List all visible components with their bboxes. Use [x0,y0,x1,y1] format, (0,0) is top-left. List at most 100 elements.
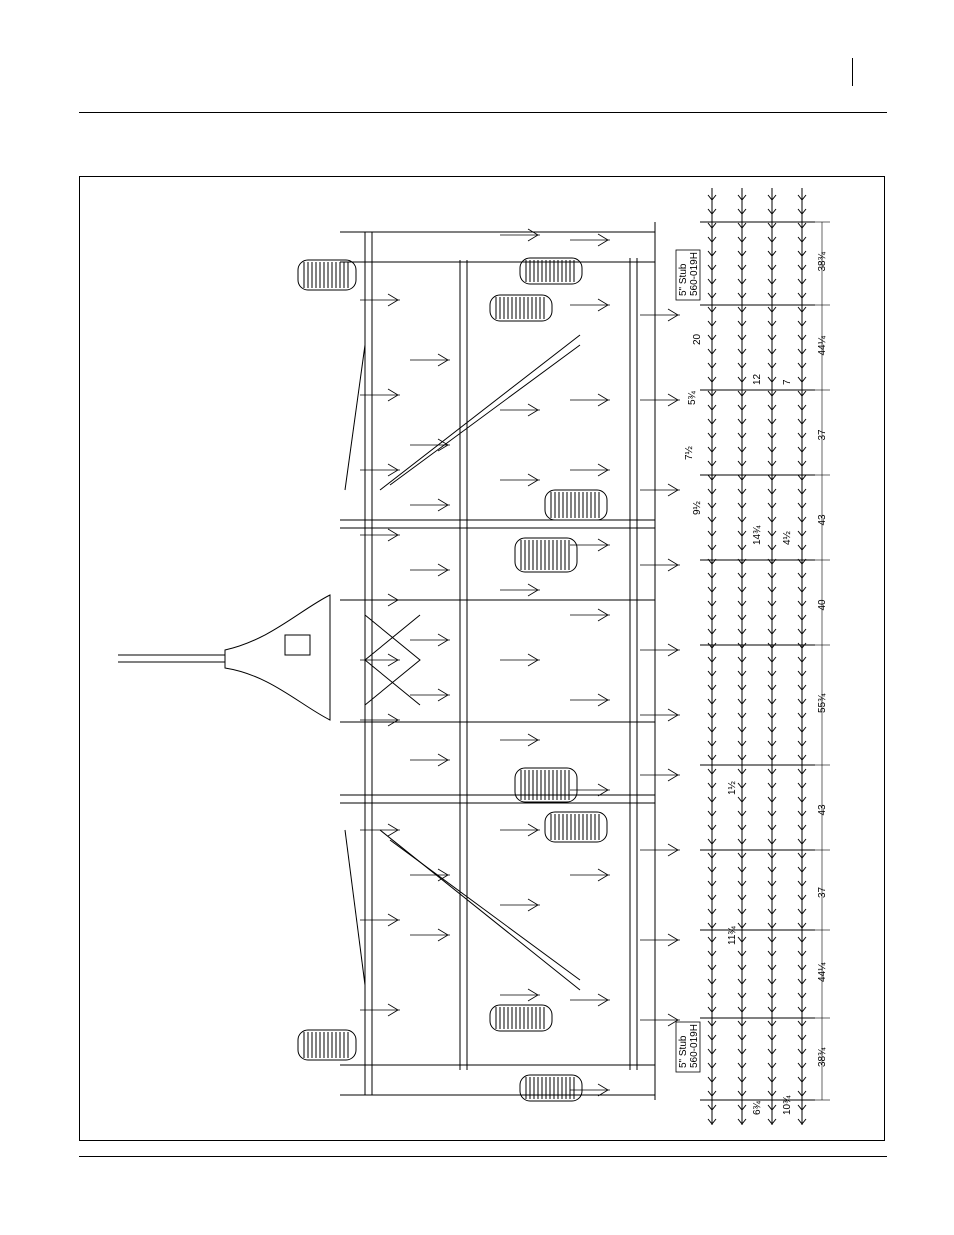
shank [410,634,450,646]
shank [360,529,400,541]
shank [640,709,680,721]
shank [500,474,540,486]
dimension-small-label: 1½ [727,780,738,795]
shank [360,714,400,726]
diagonal-brace [380,335,580,490]
diagonal-brace [390,345,580,485]
gauge-wheel [545,812,607,842]
shank [500,229,540,241]
dimension-label: 55¾ [817,693,828,713]
hitch-plate [225,595,330,720]
stub-note-top: 5" Stub 560-019H [676,250,700,300]
dimension-small-label: 14¾ [752,525,763,545]
shank [360,294,400,306]
gauge-wheel [298,260,356,290]
dimension-small-label: 12 [752,373,763,385]
dimension-label: 43 [817,804,828,816]
wing-brace [345,345,365,490]
shank [640,934,680,946]
gauge-wheel [490,295,552,321]
shank [360,1004,400,1016]
diagonal-brace [380,830,580,990]
wing-brace [345,830,365,985]
dimension-label: 37 [817,886,828,898]
dimension-small-label: 11¾ [727,926,738,945]
shank [500,734,540,746]
diagonal-brace [390,840,580,980]
dimension-small-label: 9½ [692,500,703,515]
shank [570,784,610,796]
shank [570,694,610,706]
shank [640,484,680,496]
gauge-wheel [545,490,607,520]
shank [570,539,610,551]
shank [360,824,400,836]
gauge-wheel [520,1075,582,1101]
shank [570,994,610,1006]
shank [410,929,450,941]
wheel-tire [515,538,577,572]
wheel-tire [545,812,607,842]
shank [500,899,540,911]
dimension-label: 38¾ [817,251,828,271]
dimension-label: 44¼ [816,962,828,982]
shank [570,394,610,406]
shank [500,824,540,836]
gauge-wheel [298,1030,356,1060]
dimension-label: 40 [817,599,828,611]
stub-note-top-line1: 5" Stub [678,263,689,296]
gauge-wheel [515,768,577,802]
shank [360,594,400,606]
shank [640,644,680,656]
shank [410,354,450,366]
dimension-label: 37 [817,429,828,441]
shank [570,869,610,881]
shank [640,309,680,321]
shank [500,654,540,666]
shank [570,609,610,621]
gauge-wheel [490,1005,552,1031]
dimension-small-label: 5¾ [687,390,698,405]
dimension-label: 44¼ [816,335,828,355]
shank [640,559,680,571]
dimension-small-label: 6¾ [752,1100,763,1115]
shank [570,299,610,311]
stub-note-bottom-line2: 560-019H [689,1024,700,1068]
dimension-small-label: 20 [692,333,703,345]
shank [500,404,540,416]
stub-note-top-line2: 560-019H [689,252,700,296]
dimension-small-label: 10¾ [782,1095,793,1115]
shank [410,754,450,766]
shank [360,914,400,926]
shank [640,394,680,406]
dimension-label: 43 [817,514,828,526]
shank [410,689,450,701]
dimension-label: 38¾ [817,1047,828,1067]
dimension-small-label: 7 [782,379,793,385]
stub-note-bottom: 5" Stub 560-019H [676,1022,700,1072]
shank [570,1084,610,1096]
shank [640,844,680,856]
shank [570,464,610,476]
shank [500,584,540,596]
dimension-small-label: 7½ [684,445,695,460]
shank [360,464,400,476]
wheel-tire [520,1075,582,1101]
wheel-tire [490,295,552,321]
shank [410,499,450,511]
shank [500,989,540,1001]
shank [570,234,610,246]
shank [360,389,400,401]
shank [410,564,450,576]
wheel-tire [490,1005,552,1031]
wheel-tire [545,490,607,520]
shank [360,654,400,666]
wheel-tire [298,260,356,290]
shank [640,1014,680,1026]
shank [640,769,680,781]
gauge-wheel [515,538,577,572]
stub-note-bottom-line1: 5" Stub [678,1035,689,1068]
wheel-tire [298,1030,356,1060]
wheel-tire [515,768,577,802]
